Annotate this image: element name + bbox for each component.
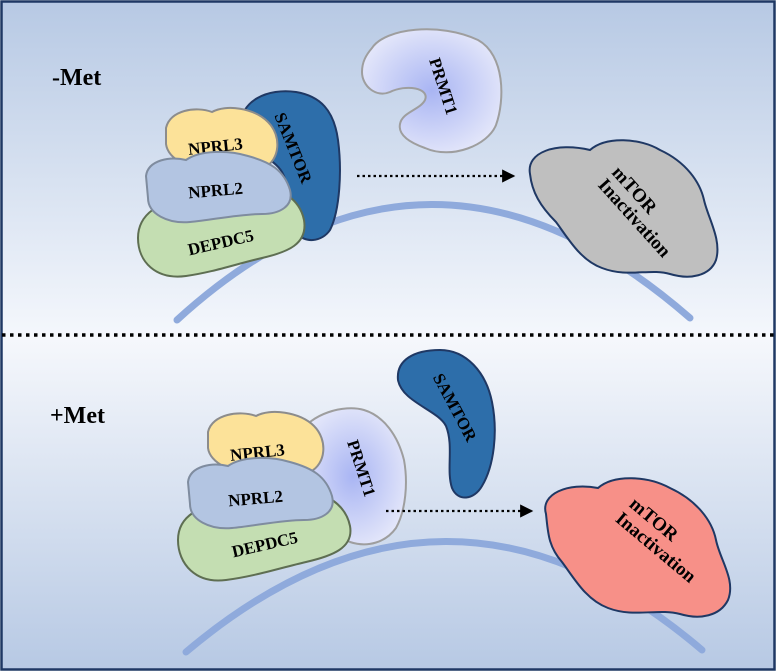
bottom-samtor-protein: SAMTOR bbox=[396, 348, 496, 499]
top-nprl2-protein: NPRL2 bbox=[144, 150, 292, 224]
top-mtor-protein: mTOR Inactivation bbox=[528, 139, 719, 278]
top-panel: -Met PRMT1 SAMTOR DEPDC5 NPRL3 bbox=[52, 28, 719, 324]
bottom-panel: +Met SAMTOR PRMT1 DEPDC5 NPRL3 bbox=[50, 348, 732, 656]
top-complex: SAMTOR DEPDC5 NPRL3 NPRL2 bbox=[136, 90, 341, 278]
bottom-nprl2-protein: NPRL2 bbox=[186, 456, 334, 530]
top-condition-label: -Met bbox=[52, 65, 101, 91]
bottom-mtor-protein: mTOR Inactivation bbox=[544, 477, 732, 618]
top-nprl2-label: NPRL2 bbox=[187, 179, 243, 203]
top-prmt1-protein: PRMT1 bbox=[360, 28, 503, 154]
bottom-complex: PRMT1 DEPDC5 NPRL3 NPRL2 bbox=[176, 407, 407, 582]
bottom-nprl2-label: NPRL2 bbox=[227, 487, 283, 511]
bottom-condition-label: +Met bbox=[50, 403, 105, 429]
